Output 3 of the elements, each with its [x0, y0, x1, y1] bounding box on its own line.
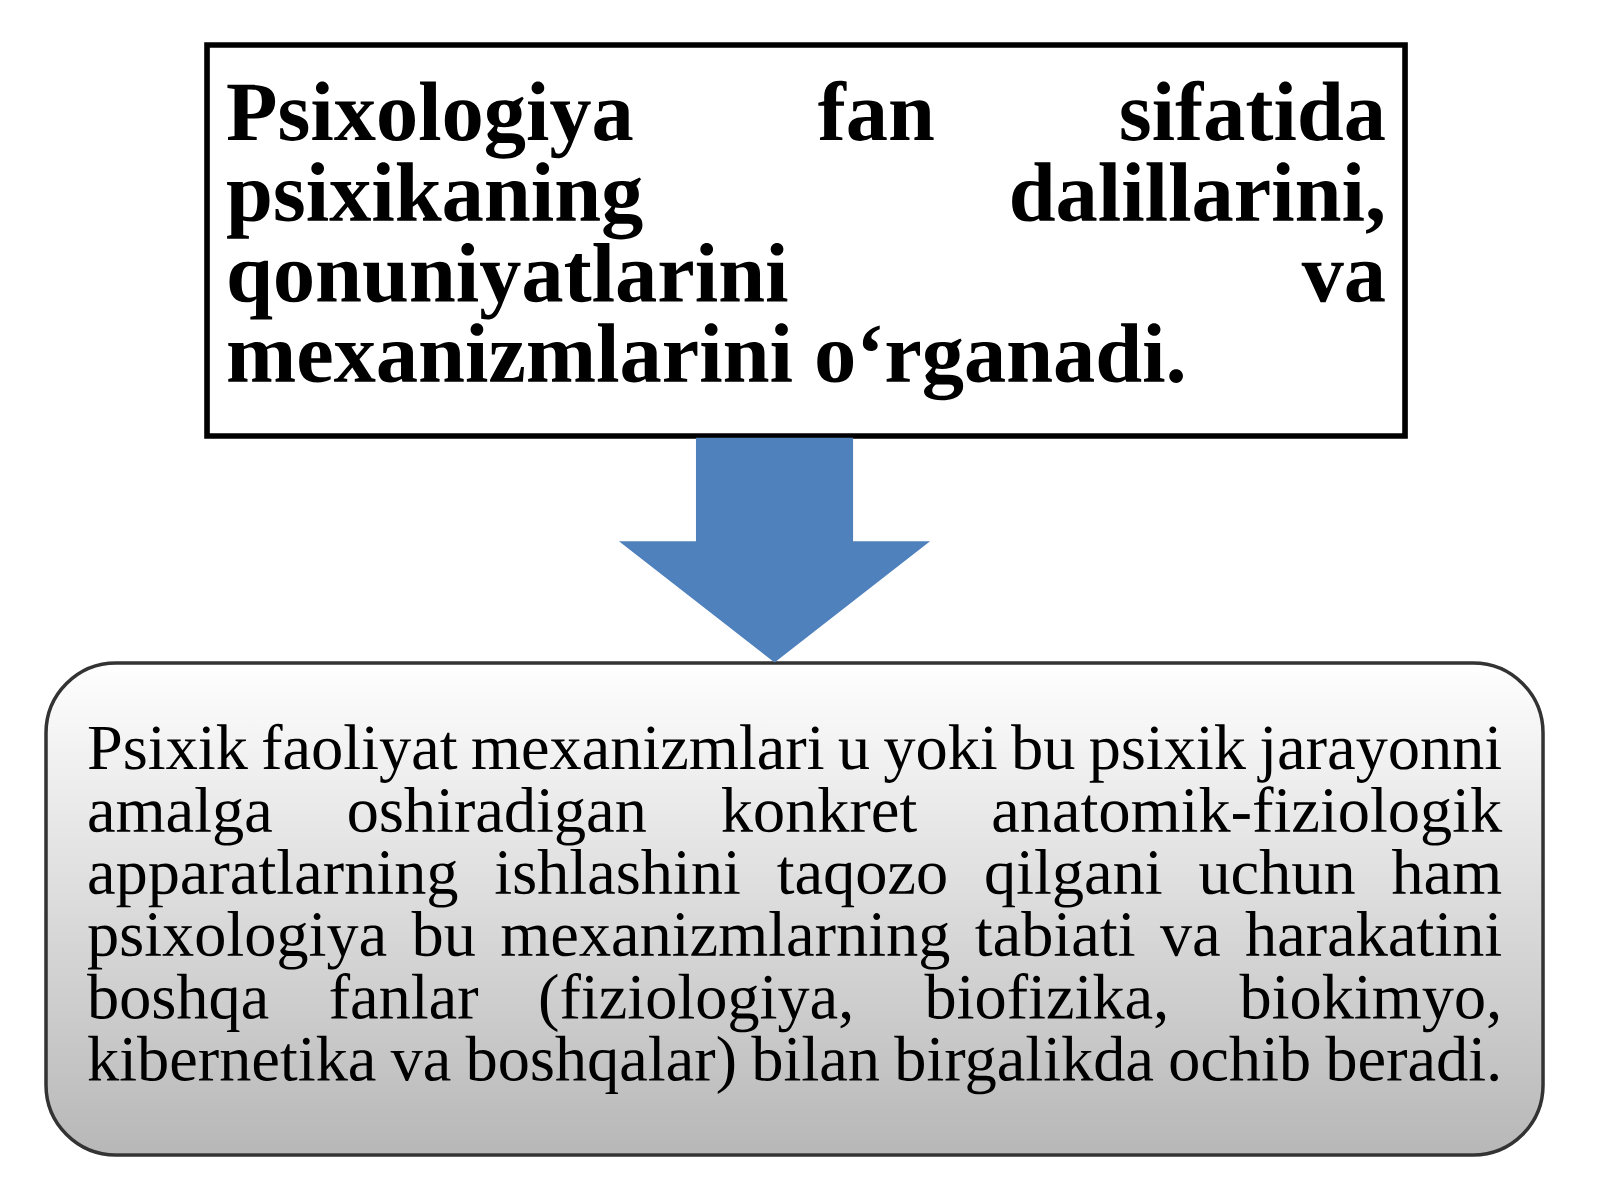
rounded-text-box: Psixik faoliyat mexanizmlari u yoki bu psixik jarayonni amalga oshiradigan konkret anatomik-fiziologik apparatlarning ishlashini taqozo qilgani uchun ham psixologiya bu mexanizmlarning tabiati va harakatini boshqa fanlar (fiziologiya, biofizika, biokimyo, kibernetika va boshqalar) bilan birgalikda ochib beradi.: [44, 661, 1545, 1157]
block-arrow: [618, 437, 931, 663]
text-box: Psixologiya fan sifatida psixikaning dalillarini, qonuniyatlarini va mexanizmlarini o‘rganadi.: [204, 42, 1408, 439]
